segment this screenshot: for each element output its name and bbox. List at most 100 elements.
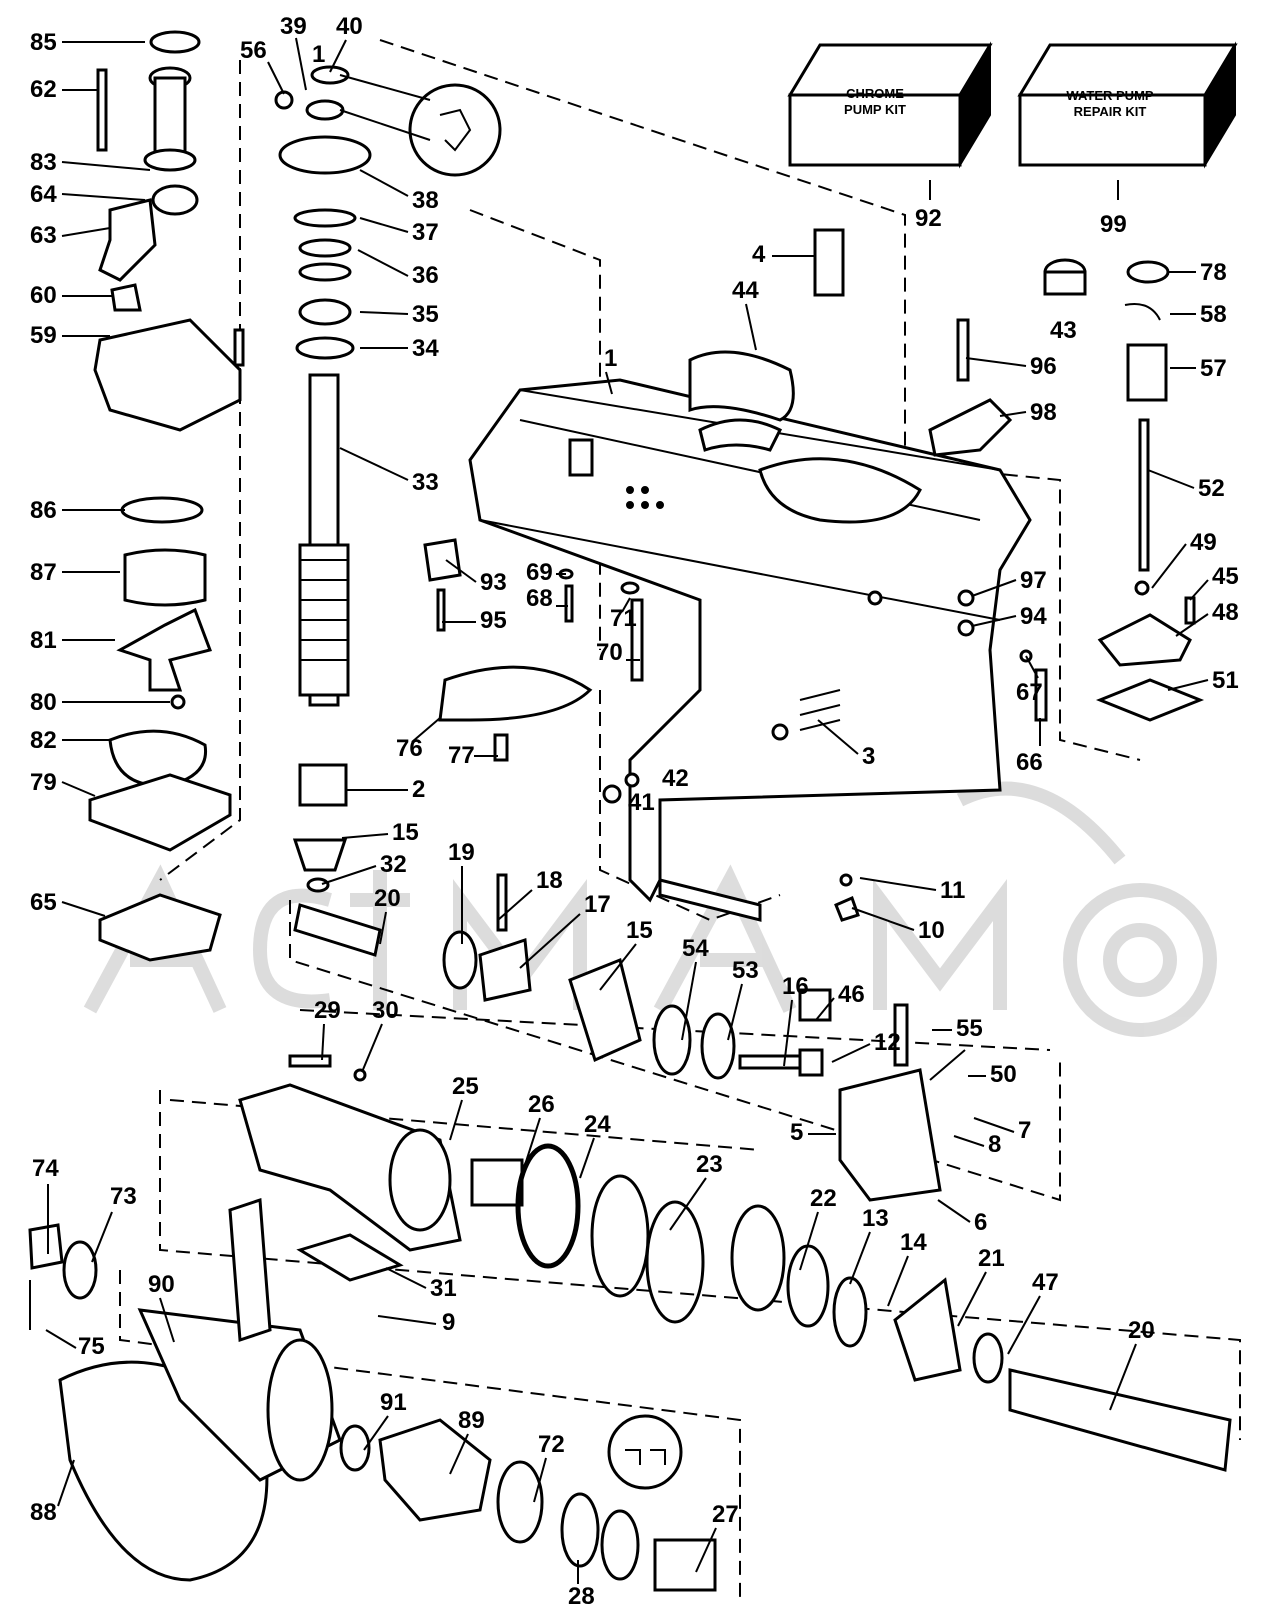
- callout-number-69: 69: [526, 559, 553, 586]
- callout-number-68: 68: [526, 585, 553, 612]
- callout-leader-line: [937, 1199, 971, 1223]
- callout-number-15: 15: [392, 819, 419, 846]
- callout-number-65: 65: [30, 889, 57, 916]
- callout-number-75: 75: [78, 1333, 105, 1360]
- callout-leader-line: [783, 999, 793, 1067]
- callout-number-88: 88: [30, 1499, 57, 1526]
- callout-leader-line: [971, 579, 1017, 597]
- callout-number-63: 63: [30, 222, 57, 249]
- callout-number-90: 90: [148, 1271, 175, 1298]
- callout-number-42: 42: [662, 765, 689, 792]
- callout-number-48: 48: [1212, 599, 1239, 626]
- callout-leader-line: [411, 717, 441, 743]
- callout-number-21: 21: [978, 1245, 1005, 1272]
- kit-chrome-pump: CHROME PUMP KIT: [787, 41, 993, 169]
- callout-leader-line: [1007, 1295, 1041, 1355]
- callout-number-35: 35: [412, 301, 439, 328]
- callout-number-86: 86: [30, 497, 57, 524]
- callout-number-50: 50: [990, 1061, 1017, 1088]
- callout-leader-line: [851, 907, 915, 931]
- callout-leader-line: [61, 161, 151, 171]
- callout-number-27: 27: [712, 1501, 739, 1528]
- callout-leader-line: [295, 37, 307, 91]
- callout-leader-line: [61, 227, 111, 237]
- callout-number-45: 45: [1212, 563, 1239, 590]
- callout-number-39: 39: [280, 13, 307, 40]
- callout-number-2: 2: [412, 776, 425, 803]
- callout-leader-line: [681, 961, 697, 1041]
- callout-number-60: 60: [30, 282, 57, 309]
- callout-leader-line: [817, 719, 859, 755]
- callout-number-36: 36: [412, 262, 439, 289]
- callout-number-59: 59: [30, 322, 57, 349]
- callout-leader-line: [1167, 679, 1209, 691]
- kit-chrome-line2: PUMP KIT: [844, 102, 906, 117]
- callout-number-5: 5: [790, 1119, 803, 1146]
- kit-water-pump-repair: WATER PUMP REPAIR KIT: [1017, 41, 1238, 169]
- callout-number-7: 7: [1018, 1117, 1031, 1144]
- callout-number-73: 73: [110, 1183, 137, 1210]
- callout-number-64: 64: [30, 181, 57, 208]
- callout-leader-line: [971, 615, 1017, 627]
- center-small-parts: [423, 538, 860, 922]
- callout-leader-line: [329, 39, 347, 73]
- callout-number-13: 13: [862, 1205, 889, 1232]
- callout-number-54: 54: [682, 935, 709, 962]
- callout-leader-line: [445, 559, 477, 583]
- callout-number-40: 40: [336, 13, 363, 40]
- callout-number-96: 96: [1030, 353, 1057, 380]
- callout-number-28: 28: [568, 1583, 595, 1610]
- callout-leader-line: [973, 1117, 1015, 1133]
- callout-number-77: 77: [448, 742, 475, 769]
- callout-leader-line: [887, 1255, 909, 1307]
- callout-leader-line: [57, 1459, 75, 1507]
- callout-leader-line: [321, 1023, 325, 1061]
- callout-number-51: 51: [1212, 667, 1239, 694]
- callout-labels: 8562836463605986878180827965563914038373…: [30, 13, 1239, 1610]
- callout-number-4: 4: [752, 241, 766, 268]
- callout-leader-line: [61, 781, 96, 797]
- callout-number-85: 85: [30, 29, 57, 56]
- callout-leader-line: [831, 1043, 871, 1063]
- callout-number-1: 1: [604, 345, 617, 372]
- water-pump-parts: [88, 30, 245, 962]
- callout-number-3: 3: [862, 743, 875, 770]
- callout-number-10: 10: [918, 917, 945, 944]
- callout-number-29: 29: [314, 997, 341, 1024]
- callout-leader-line: [533, 1457, 547, 1503]
- callout-number-8: 8: [988, 1131, 1001, 1158]
- callout-number-9: 9: [442, 1309, 455, 1336]
- callout-leader-line: [341, 833, 389, 839]
- kit-water-line2: REPAIR KIT: [1074, 104, 1147, 119]
- callout-leader-line: [859, 877, 937, 891]
- callout-leader-line: [359, 311, 409, 315]
- callout-leader-line: [449, 1433, 469, 1475]
- callout-number-80: 80: [30, 689, 57, 716]
- callout-leader-line: [519, 913, 581, 969]
- callout-leader-line: [61, 901, 106, 917]
- callout-leader-line: [361, 1023, 383, 1073]
- callout-number-31: 31: [430, 1275, 457, 1302]
- callout-leader-line: [957, 1271, 987, 1327]
- callout-leader-line: [523, 1117, 541, 1169]
- callout-leader-line: [377, 1315, 437, 1325]
- callout-number-49: 49: [1190, 529, 1217, 556]
- callout-leader-line: [999, 411, 1027, 417]
- callout-number-79: 79: [30, 769, 57, 796]
- callout-number-19: 19: [448, 839, 475, 866]
- callout-number-74: 74: [32, 1155, 59, 1182]
- callout-number-55: 55: [956, 1015, 983, 1042]
- callout-number-32: 32: [380, 851, 407, 878]
- callout-number-44: 44: [732, 277, 759, 304]
- callout-number-25: 25: [452, 1073, 479, 1100]
- callout-leader-line: [339, 447, 409, 481]
- callout-number-67: 67: [1016, 679, 1043, 706]
- callout-number-82: 82: [30, 727, 57, 754]
- callout-number-17: 17: [584, 891, 611, 918]
- callout-number-11: 11: [940, 877, 965, 904]
- callout-number-70: 70: [596, 639, 623, 666]
- callout-leader-line: [799, 1211, 819, 1271]
- callout-leader-line: [1147, 469, 1195, 489]
- callout-number-98: 98: [1030, 399, 1057, 426]
- callout-leader-line: [45, 1329, 77, 1349]
